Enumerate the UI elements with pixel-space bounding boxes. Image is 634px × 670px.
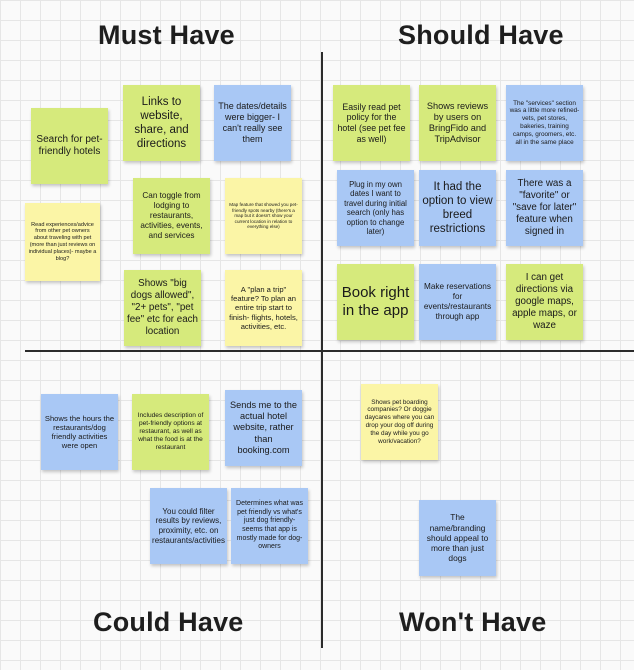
sticky-note-read-experiences[interactable]: Read experiences/advice from other pet o… [25,203,100,281]
sticky-note-directions-maps[interactable]: I can get directions via google maps, ap… [506,264,583,340]
sticky-note-favorite[interactable]: There was a "favorite" or "save for late… [506,170,583,246]
quadrant-title-wont-have: Won't Have [399,607,547,637]
sticky-note-big-dogs[interactable]: Shows "big dogs allowed", "2+ pets", "pe… [124,270,201,346]
sticky-note-links-website[interactable]: Links to website, share, and directions [123,85,200,161]
sticky-note-reviews-bringfido[interactable]: Shows reviews by users on BringFido and … [419,85,496,161]
sticky-note-pet-policy[interactable]: Easily read pet policy for the hotel (se… [333,85,410,161]
sticky-note-name-branding[interactable]: The name/branding should appeal to more … [419,500,496,576]
quadrant-title-should-have: Should Have [398,20,564,50]
sticky-note-breed-restrictions[interactable]: It had the option to view breed restrict… [419,170,496,246]
sticky-note-book-right[interactable]: Book right in the app [337,264,414,340]
sticky-note-dates-bigger[interactable]: The dates/details were bigger- I can't r… [214,85,291,161]
sticky-note-plug-dates[interactable]: Plug in my own dates I want to travel du… [337,170,414,246]
horizontal-divider [25,350,634,352]
sticky-note-services-refined[interactable]: The "services" section was a little more… [506,85,583,161]
sticky-note-search-hotels[interactable]: Search for pet-friendly hotels [31,108,108,184]
sticky-note-make-reservations[interactable]: Make reservations for events/restaurants… [419,264,496,340]
sticky-note-toggle-lodging[interactable]: Can toggle from lodging to restaurants, … [133,178,210,254]
quadrant-title-could-have: Could Have [93,607,244,637]
sticky-note-plan-trip[interactable]: A "plan a trip" feature? To plan an enti… [225,270,302,346]
sticky-note-map-feature[interactable]: Map feature that showed you pet-friendly… [225,178,302,254]
sticky-note-pet-options-desc[interactable]: Includes description of pet-friendly opt… [132,394,209,470]
sticky-note-actual-website[interactable]: Sends me to the actual hotel website, ra… [225,390,302,466]
sticky-note-pet-vs-dog[interactable]: Determines what was pet friendly vs what… [231,488,308,564]
sticky-note-pet-boarding[interactable]: Shows pet boarding companies? Or doggie … [361,384,438,460]
sticky-note-hours-restaurants[interactable]: Shows the hours the restaurants/dog frie… [41,394,118,470]
quadrant-title-must-have: Must Have [98,20,235,50]
sticky-note-filter-results[interactable]: You could filter results by reviews, pro… [150,488,227,564]
